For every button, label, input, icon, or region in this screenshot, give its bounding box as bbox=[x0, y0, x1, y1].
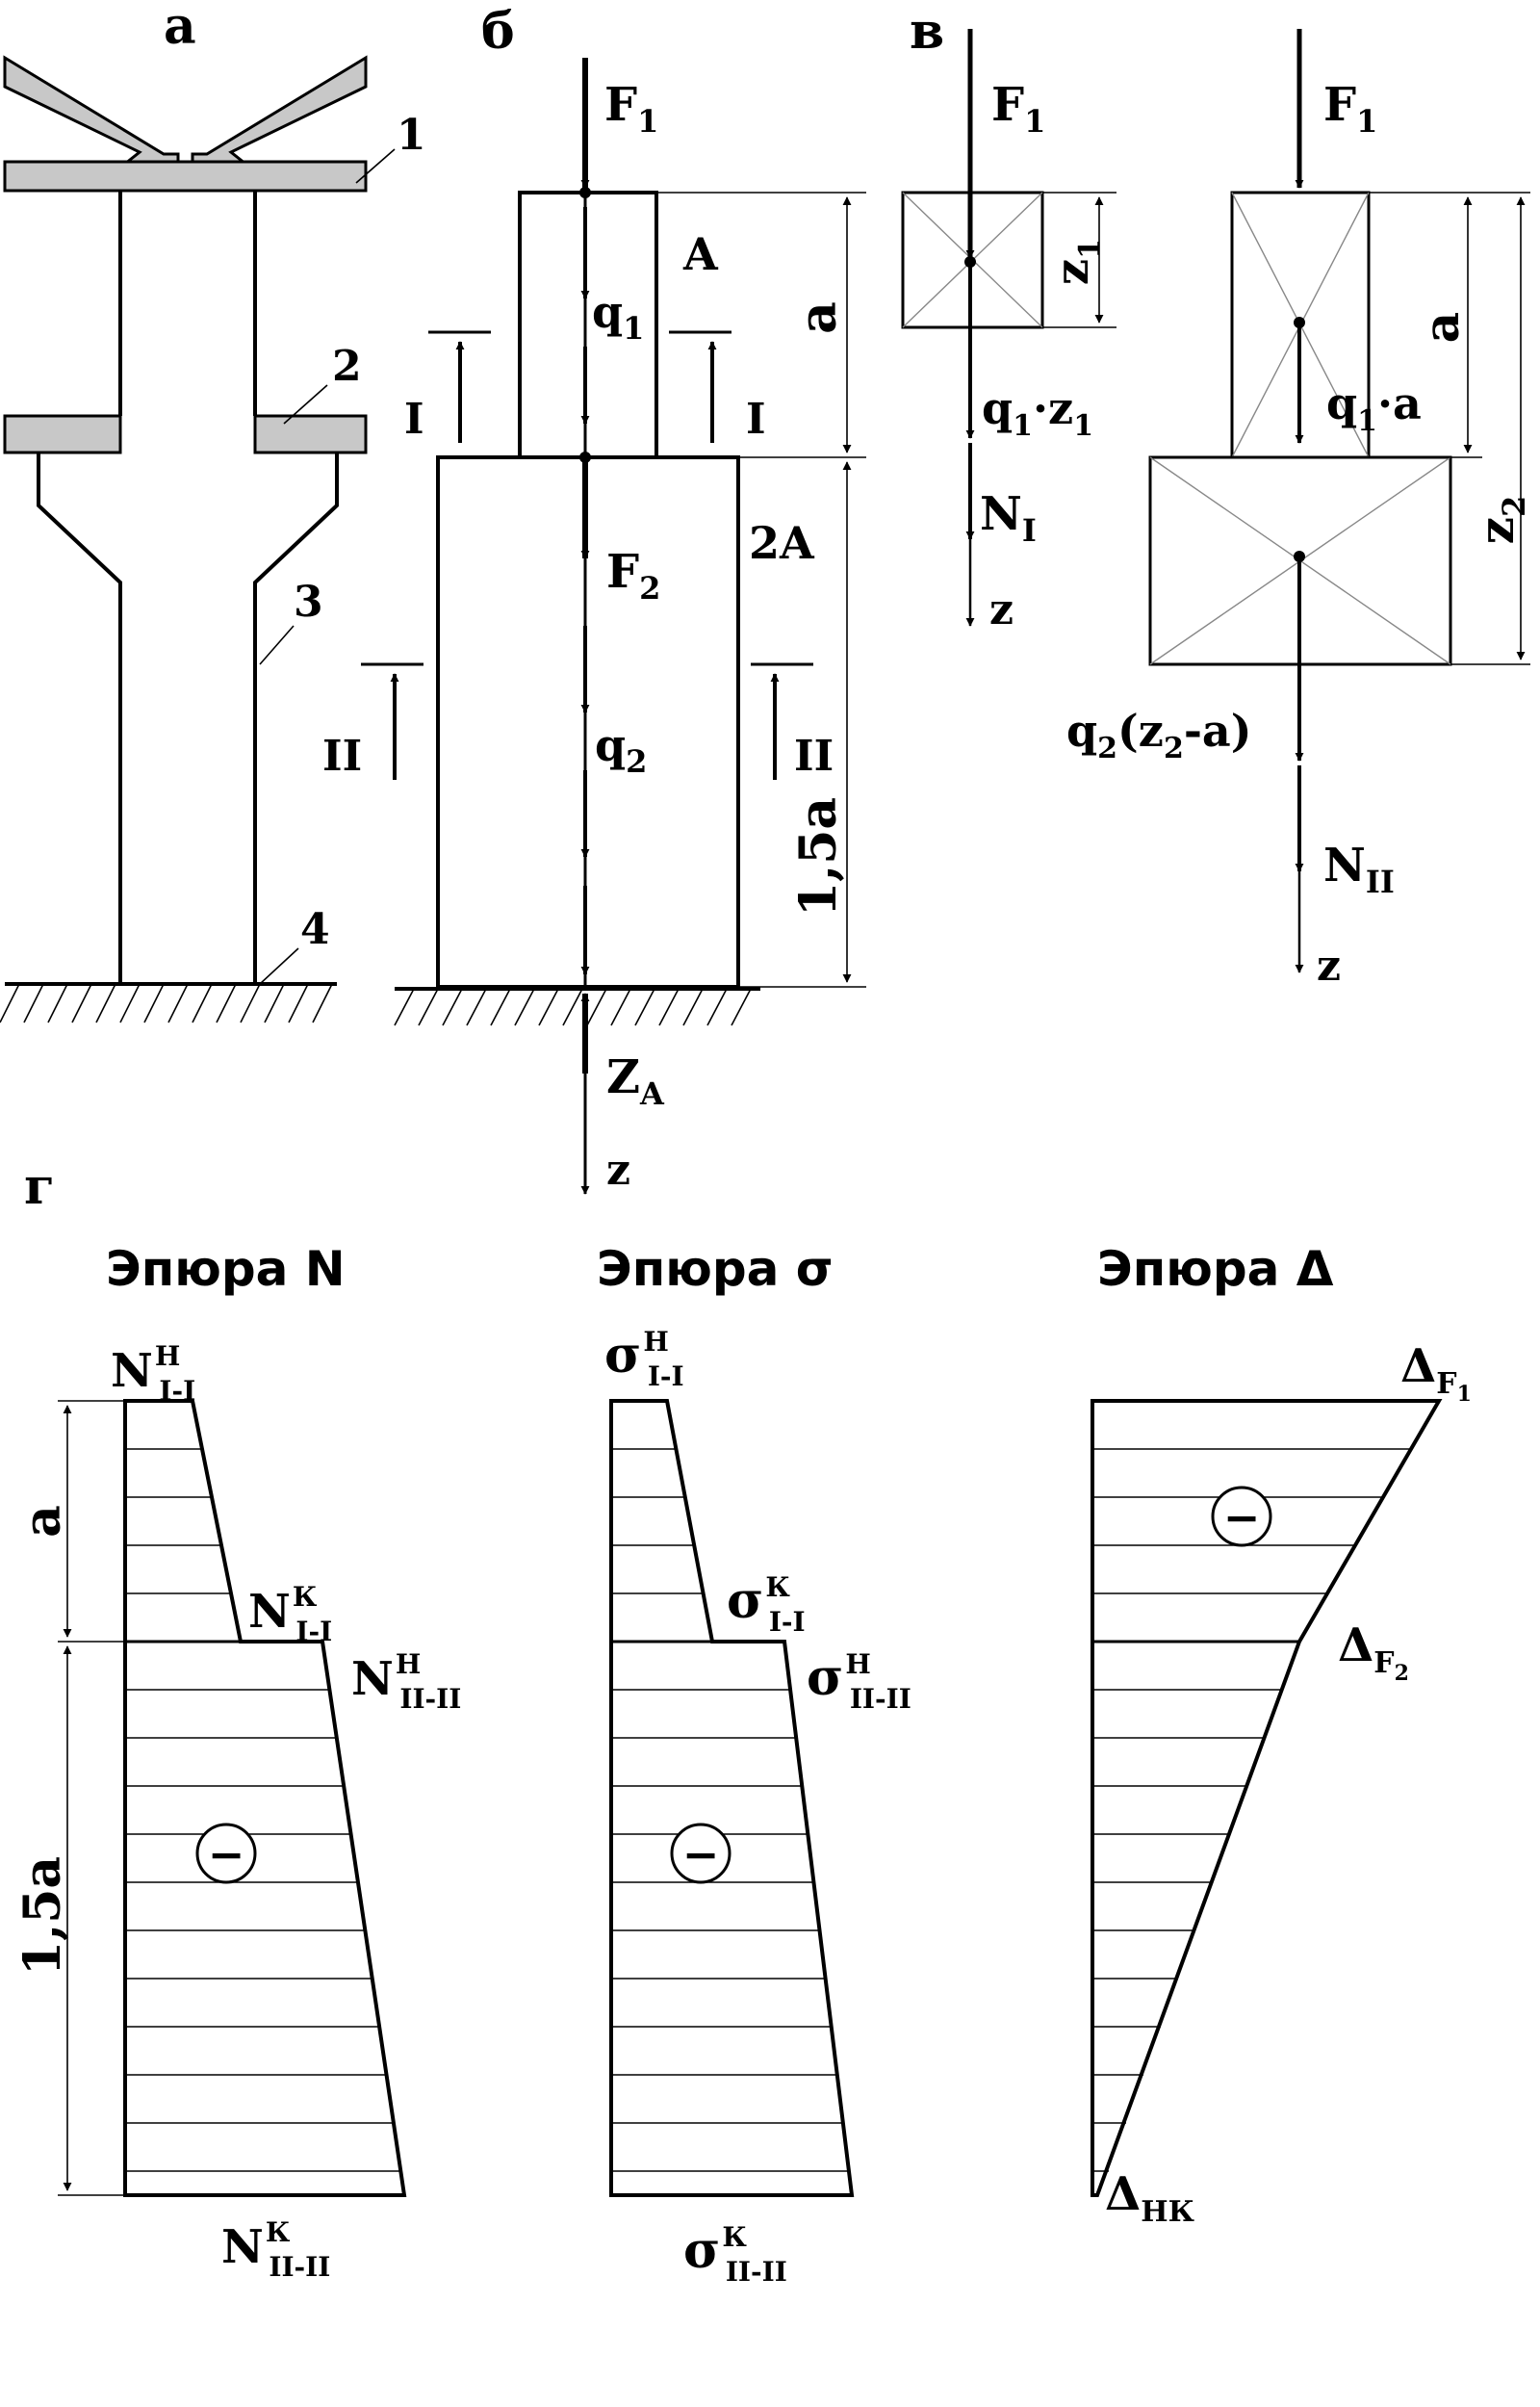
panel-v-label: в bbox=[910, 2, 944, 61]
column-lower-outline-left bbox=[37, 453, 122, 982]
node-step bbox=[579, 452, 591, 463]
callout-leader-2 bbox=[283, 384, 328, 425]
cut2-N-label: NII bbox=[1323, 839, 1395, 900]
epure-N-hatch bbox=[125, 1448, 400, 2172]
cut2-q1-label: q1·a bbox=[1326, 377, 1422, 438]
floor-slab-1 bbox=[3, 160, 368, 193]
callout-2: 2 bbox=[332, 342, 362, 391]
epure-sigma-outline bbox=[609, 1399, 855, 2197]
floor-slab-2-left bbox=[3, 414, 122, 454]
section-I-left-label: I bbox=[404, 395, 424, 444]
node-top bbox=[579, 187, 591, 198]
callout-1: 1 bbox=[397, 111, 426, 160]
panel-a: а 1 2 3 4 bbox=[0, 0, 426, 1023]
area-A-label: A bbox=[682, 228, 719, 280]
panel-g-label: г bbox=[24, 1157, 55, 1216]
section-I-right-label: I bbox=[746, 395, 766, 444]
epure-sigma-hatch bbox=[611, 1448, 848, 2172]
delta-F2-label: ΔF2 bbox=[1338, 1618, 1409, 1686]
panel-a-label: а bbox=[164, 0, 196, 56]
callout-leader-1 bbox=[355, 148, 396, 184]
delta-HK-label: ΔНК bbox=[1105, 2167, 1194, 2229]
panel-v: в F1 q1·z1 NI z z1 F1 bbox=[901, 2, 1532, 991]
epure-dim-1-5a-label: 1,5a bbox=[13, 1856, 72, 1976]
callout-4: 4 bbox=[300, 905, 330, 954]
epure-delta-outline bbox=[1091, 1399, 1443, 2197]
cut1-q-label: q1·z1 bbox=[982, 382, 1093, 443]
z-axis-b-label: z bbox=[606, 1146, 630, 1195]
epure-N-minus: − bbox=[208, 1828, 245, 1880]
dim-label-1-5a: 1,5a bbox=[789, 797, 848, 917]
free-body-cut-1: F1 q1·z1 NI z z1 bbox=[901, 29, 1116, 634]
cut1-z-label: z bbox=[989, 585, 1014, 634]
cut1-dim-z1-label: z1 bbox=[1045, 239, 1107, 285]
epure-delta: − ΔF1 ΔF2 ΔНК bbox=[1091, 1339, 1472, 2229]
delta-F1-label: ΔF1 bbox=[1400, 1339, 1472, 1407]
cut2-dim-z2-label: z2 bbox=[1468, 496, 1532, 545]
epure-dim-a-label: a bbox=[13, 1505, 72, 1538]
cut1-N-label: NI bbox=[980, 487, 1037, 549]
epure-delta-minus: − bbox=[1223, 1491, 1261, 1543]
roof-beam bbox=[3, 55, 368, 170]
cut2-F1-label: F1 bbox=[1323, 78, 1377, 140]
epure-N-outline bbox=[123, 1399, 407, 2197]
F1-label: F1 bbox=[604, 78, 658, 140]
panel-b-label: б bbox=[481, 2, 515, 61]
epure-delta-minus-circle bbox=[1211, 1486, 1272, 1547]
panel-b: б F1 q1 F2 q2 bbox=[322, 2, 866, 1195]
callout-leader-3 bbox=[259, 625, 295, 665]
epure-N-minus-circle bbox=[195, 1823, 257, 1884]
epure-sigma-minus-circle bbox=[670, 1823, 732, 1884]
epure-sigma-minus: − bbox=[682, 1828, 720, 1880]
cut1-F1-label: F1 bbox=[991, 78, 1045, 140]
callout-3: 3 bbox=[294, 578, 323, 627]
cut2-z-label: z bbox=[1317, 942, 1341, 991]
panel-g: г Эпюра N Эпюра σ Эпюра Δ a 1,5a bbox=[13, 1157, 1472, 2288]
F2-label: F2 bbox=[606, 545, 660, 607]
q2-label: q2 bbox=[595, 719, 647, 780]
epure-delta-hatch bbox=[1092, 1448, 1411, 2172]
floor-slab-2-right bbox=[253, 414, 368, 454]
ground-hatch-a bbox=[0, 983, 333, 1023]
column-lower-outline-right bbox=[253, 453, 339, 982]
q1-label: q1 bbox=[592, 286, 644, 347]
section-II-right-label: II bbox=[794, 732, 834, 781]
area-2A-label: 2A bbox=[749, 517, 815, 569]
dim-label-a: a bbox=[789, 301, 848, 334]
title-N-diagram: Эпюра N bbox=[106, 1241, 346, 1297]
cut2-dim-a-label: a bbox=[1413, 312, 1470, 343]
title-sigma-diagram: Эпюра σ bbox=[597, 1241, 834, 1297]
free-body-cut-2: F1 q1·a q2(z2-a) NII z a z2 bbox=[1066, 29, 1532, 991]
ground-hatch-b bbox=[394, 988, 752, 1026]
ZA-label: ZA bbox=[606, 1050, 665, 1112]
title-delta-diagram: Эпюра Δ bbox=[1097, 1241, 1334, 1297]
cut2-q2-label: q2(z2-a) bbox=[1066, 705, 1251, 765]
section-II-left-label: II bbox=[322, 732, 362, 781]
callout-leader-4 bbox=[259, 947, 299, 985]
